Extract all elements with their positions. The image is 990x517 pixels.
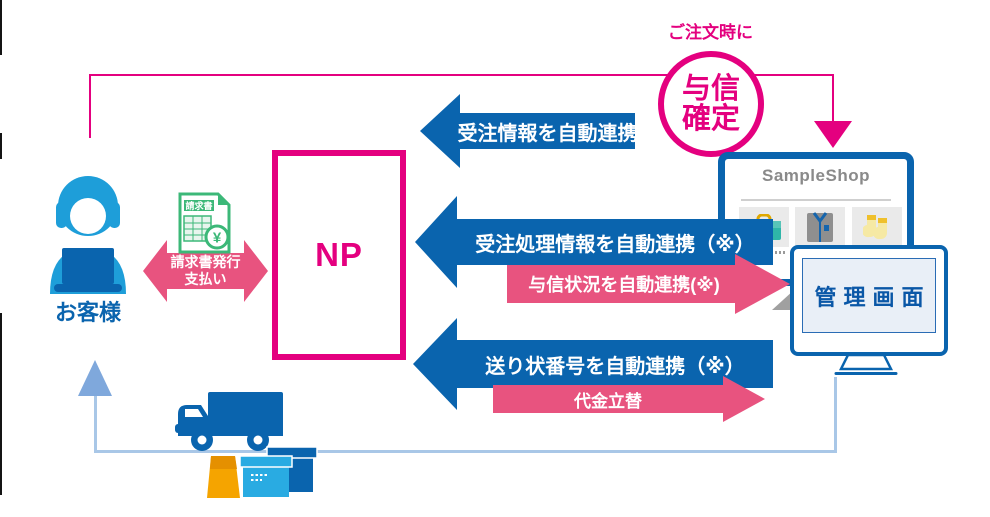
screen-edge-artifact (0, 313, 2, 495)
packages-icon (207, 446, 318, 498)
package-bag-icon (207, 456, 240, 498)
flow-order-processing-label: 受注処理情報を自動連携（※） (457, 219, 773, 265)
credit-badge-line1: 与信 (681, 72, 740, 105)
arrow-left-head-icon (420, 94, 460, 168)
customer-icon (50, 176, 126, 294)
arrow-left-head-icon (415, 196, 457, 288)
shirt-icon (807, 212, 833, 242)
flow-payment-advance-arrow: 代金立替 (493, 376, 765, 422)
billing-line2: 支払い (184, 271, 227, 287)
delivery-line-right (834, 377, 837, 453)
credit-approval-badge: 与信 確定 (658, 51, 764, 157)
order-flow-line-top (89, 74, 834, 76)
screen-edge-artifact (0, 133, 2, 159)
product-tile (795, 207, 845, 247)
invoice-yen-text: ¥ (213, 230, 222, 247)
billing-line1: 請求書発行 (170, 254, 241, 271)
invoice-icon: 請求書 ¥ (178, 192, 231, 254)
admin-screen: 管理画面 (802, 258, 936, 333)
order-flow-line-left (89, 75, 91, 138)
product-tile (852, 207, 902, 247)
np-box: NP (272, 150, 406, 360)
delivery-line-bottom (94, 450, 837, 453)
truck-icon (175, 392, 283, 451)
screen-edge-artifact (0, 0, 2, 55)
flow-credit-status-arrow: 与信状況を自動連携(※) (507, 254, 790, 314)
order-time-label: ご注文時に (668, 23, 753, 42)
billing-arrow-body: 請求書発行 支払い (165, 253, 246, 289)
flow-payment-advance-label: 代金立替 (493, 385, 723, 413)
billing-double-arrow: 請求書発行 支払い (143, 240, 268, 302)
delivery-line-left (94, 396, 97, 453)
arrow-right-head-icon (723, 376, 765, 422)
flow-tracking-number-arrow: 送り状番号を自動連携（※） (413, 318, 773, 410)
flow-tracking-number-label: 送り状番号を自動連携（※） (457, 340, 773, 388)
order-flow-arrowhead-icon (814, 121, 852, 148)
admin-monitor-stand (834, 354, 898, 375)
arrow-right-head-icon (244, 240, 268, 302)
arrow-left-head-icon (413, 318, 457, 410)
invoice-header-text: 請求書 (185, 200, 212, 211)
delivery-arrowhead-icon (78, 360, 112, 396)
arrow-right-head-icon (735, 254, 790, 314)
shop-title: SampleShop (762, 166, 870, 185)
flow-credit-status-label: 与信状況を自動連携(※) (507, 265, 735, 303)
package-box-light-icon (239, 455, 293, 497)
customer-label: お客様 (54, 300, 121, 325)
flow-order-info-label: 受注情報を自動連携 (458, 113, 638, 149)
flow-order-processing-arrow: 受注処理情報を自動連携（※） (415, 196, 773, 288)
shop-divider (741, 199, 891, 201)
order-flow-line-right (832, 74, 834, 122)
credit-badge-line2: 確定 (681, 103, 740, 135)
arrow-left-head-icon (143, 240, 167, 302)
socks-icon (863, 214, 887, 239)
flow-order-info-arrow: 受注情報を自動連携 (420, 94, 638, 168)
np-label: NP (315, 236, 363, 273)
admin-monitor: 管理画面 (790, 245, 948, 356)
admin-label: 管理画面 (814, 284, 931, 310)
